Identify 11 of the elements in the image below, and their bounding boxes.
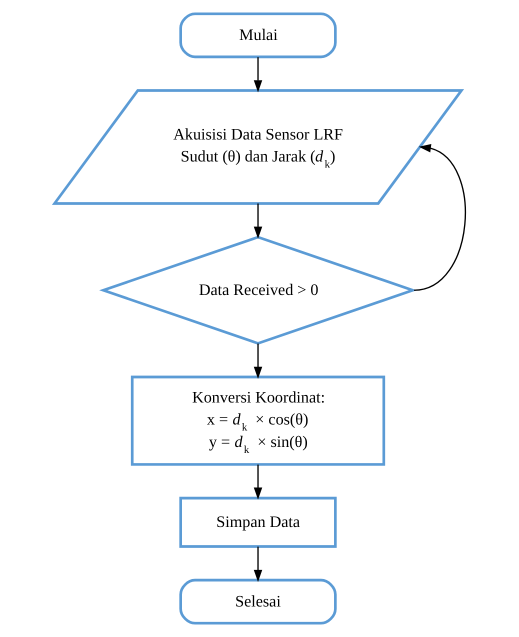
arrow: [253, 57, 262, 92]
node-box: Konversi Koordinat: x = d$_{k}$ × cos(θ) y = d$_{k}$ × sin(θ): [130, 376, 385, 466]
arrow: [413, 144, 466, 291]
node-diamond: Data Received > 0: [98, 236, 416, 345]
node-box: Mulai: [178, 12, 336, 58]
node-box: Simpan Data: [178, 496, 336, 548]
node-box: Selesai: [178, 578, 336, 625]
arrow: [253, 464, 262, 500]
arrow: [253, 546, 262, 582]
arrow: [253, 344, 262, 379]
arrow: [253, 203, 262, 239]
